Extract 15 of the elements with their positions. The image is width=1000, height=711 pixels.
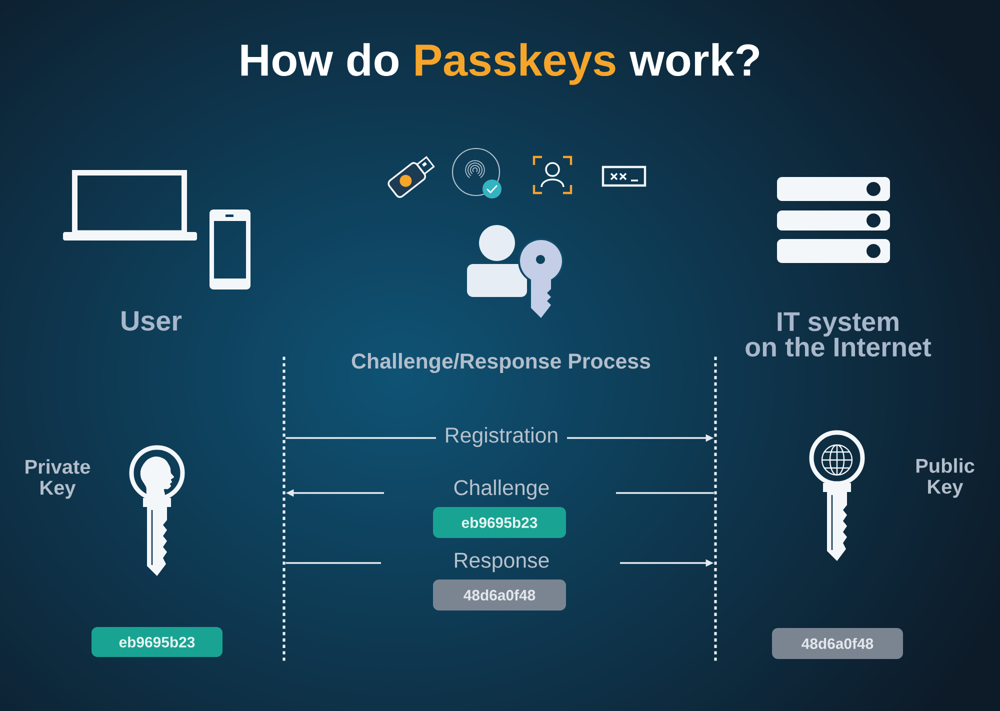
key-label: Public Key	[916, 458, 974, 498]
code-box: 48d6a0f48	[433, 580, 566, 610]
section-heading: Challenge/Response Process	[352, 352, 650, 374]
heading: IT system on the Internet	[746, 312, 932, 357]
code-box: 48d6a0f48	[772, 628, 903, 659]
edge-label: Challenge	[454, 480, 549, 500]
edge-label: Registration	[446, 427, 558, 447]
title: How do Passkeys work?	[241, 43, 760, 85]
code-box: eb9695b23	[433, 507, 566, 538]
edge-label: Response	[455, 552, 549, 572]
code-box: eb9695b23	[92, 627, 222, 657]
lifeline	[282, 356, 286, 662]
key-label: Private Key	[26, 459, 90, 499]
lifeline	[714, 356, 717, 662]
heading: User	[122, 311, 182, 331]
